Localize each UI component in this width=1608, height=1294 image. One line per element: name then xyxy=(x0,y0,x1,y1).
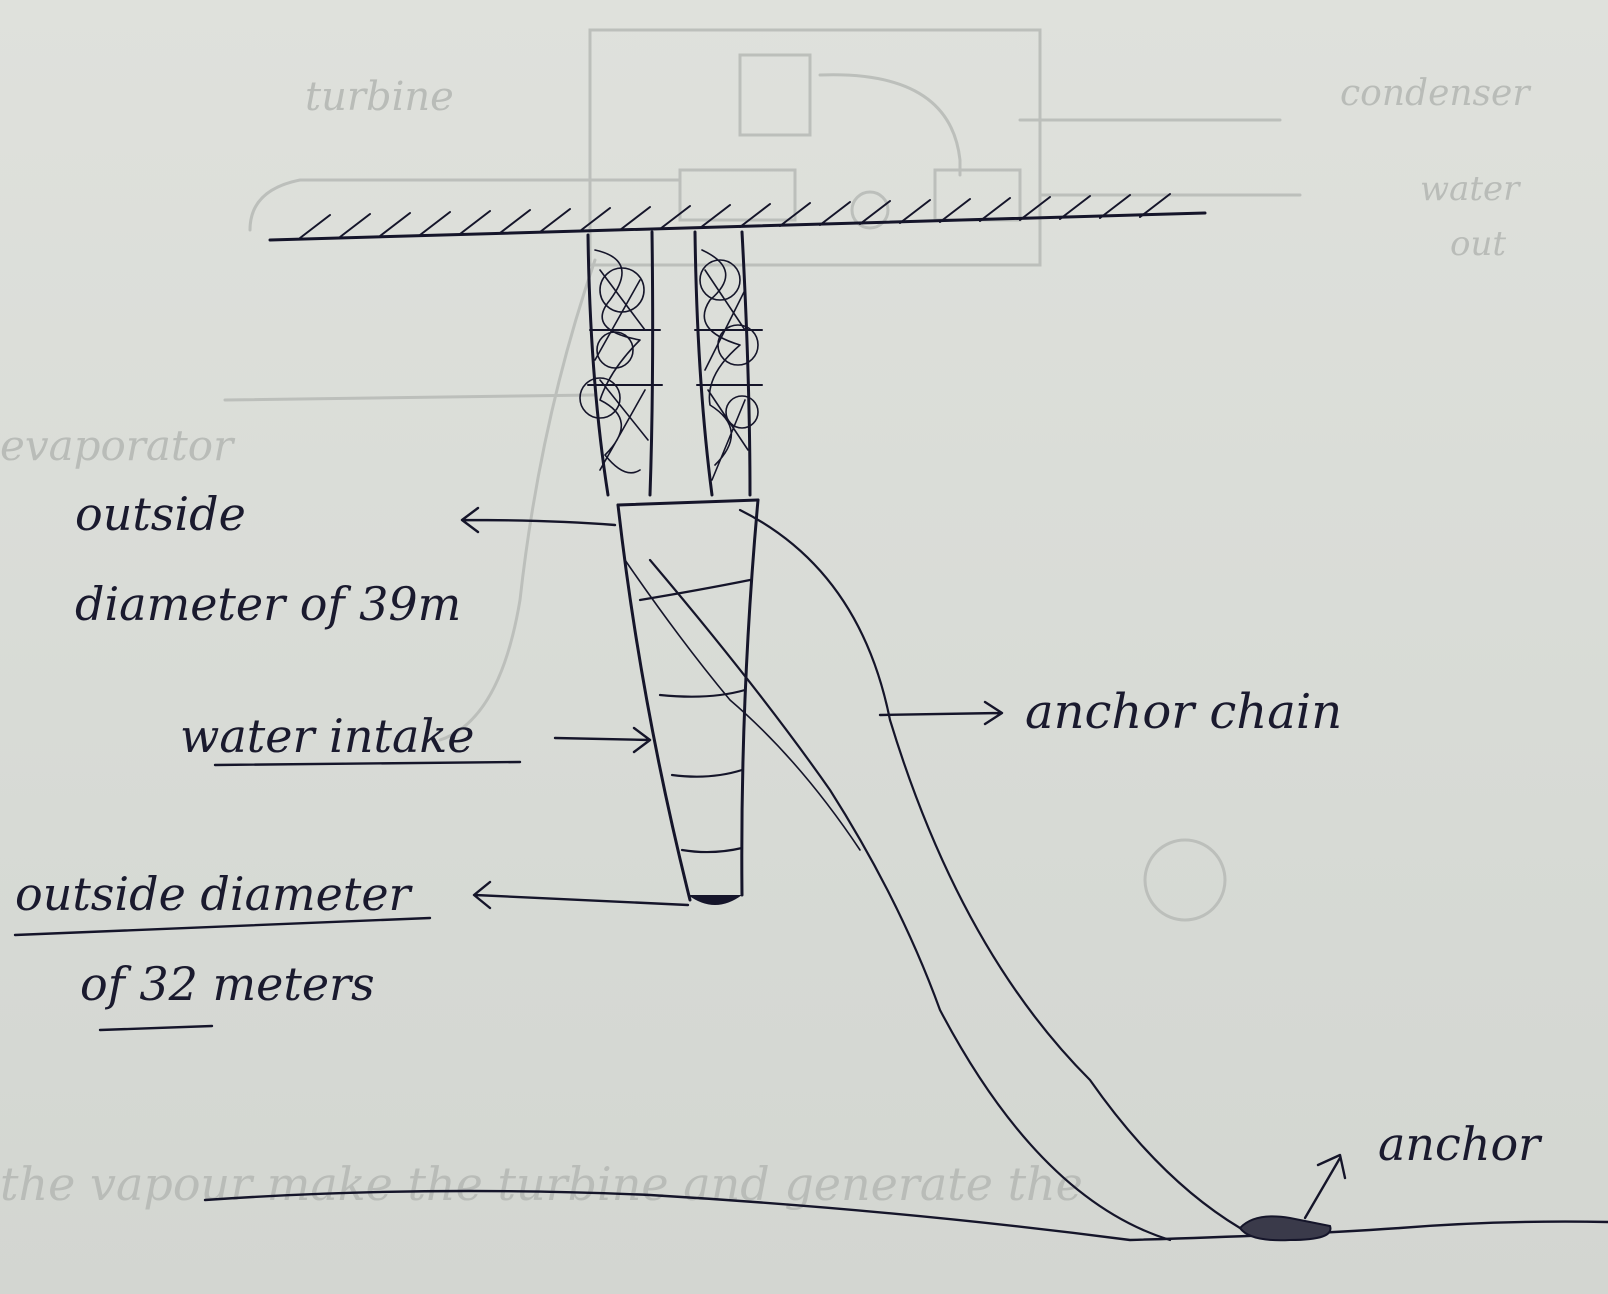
intake-outline xyxy=(618,500,758,900)
pipe-bands xyxy=(588,330,762,385)
intake-segments xyxy=(640,580,750,852)
arrow-anchor-chain xyxy=(880,702,1002,724)
anchor-chain-right-line xyxy=(740,510,1240,1228)
label-water-intake: water intake xyxy=(180,709,474,763)
label-outside-bottom-line2: of 32 meters xyxy=(80,957,375,1011)
ghost-block-right xyxy=(935,170,1020,220)
label-anchor: anchor xyxy=(1378,1117,1543,1171)
ghost-turbine-shape xyxy=(740,55,810,135)
label-anchor-chain: anchor chain xyxy=(1025,684,1342,740)
ghost-loop-left xyxy=(440,260,595,740)
label-outside-bottom-line1: outside diameter xyxy=(15,867,414,921)
ghost-turbine-text: turbine xyxy=(305,74,454,120)
ghost-water-text: water xyxy=(1420,169,1521,209)
arrow-outside-top xyxy=(462,508,615,532)
deck-line xyxy=(270,213,1205,240)
anchor-block xyxy=(1240,1216,1331,1240)
ghost-evaporator-text: evaporator xyxy=(0,421,236,470)
upper-pipes xyxy=(580,232,762,495)
ghost-loop-top xyxy=(250,180,680,230)
annotation-arrows xyxy=(462,508,1345,1218)
arrow-outside-bottom xyxy=(474,882,688,908)
left-pipe-loop-3 xyxy=(597,332,633,368)
ghost-bottom-line: the vapour make the turbine and generate… xyxy=(0,1157,1083,1211)
ghost-pipe xyxy=(820,75,960,175)
ghost-circle xyxy=(1145,840,1225,920)
platform-deck xyxy=(270,194,1205,240)
ghost-out-text: out xyxy=(1450,224,1506,264)
label-outside-top-line2: diameter of 39m xyxy=(75,577,461,631)
label-outside-top-line1: outside xyxy=(75,487,246,541)
anchor-chain xyxy=(650,510,1240,1240)
water-intake-pipe xyxy=(618,500,860,905)
ghost-block-left xyxy=(680,170,795,220)
ghost-condenser-text: condenser xyxy=(1340,73,1531,114)
intake-top-rim xyxy=(618,500,758,505)
arrow-anchor xyxy=(1305,1155,1345,1218)
left-pipe-scribble xyxy=(595,250,648,473)
ghost-arrow-evap xyxy=(225,395,595,400)
right-pipe-loop-3 xyxy=(726,396,758,428)
arrow-water-intake xyxy=(555,728,650,752)
intake-bottom-cap xyxy=(688,895,742,905)
anchor-shape xyxy=(1240,1216,1331,1240)
of-32-underline xyxy=(100,1026,212,1030)
